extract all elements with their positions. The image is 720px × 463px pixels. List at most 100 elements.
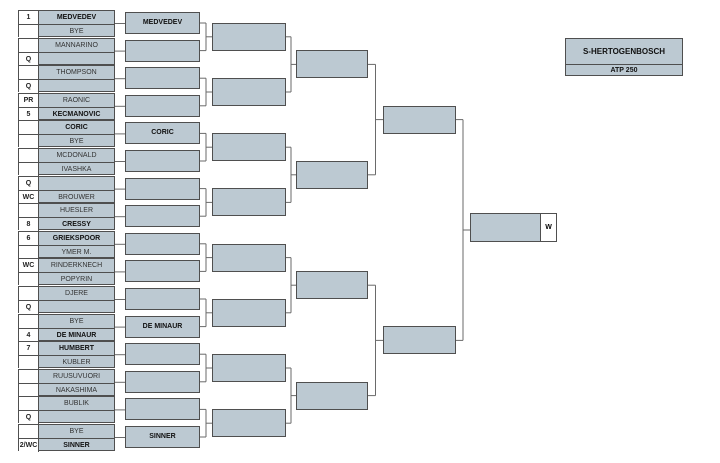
round3-slot[interactable] xyxy=(212,22,286,51)
quarterfinal-slot[interactable] xyxy=(296,160,368,189)
player-row[interactable]: BYE xyxy=(19,314,114,328)
round3-slot[interactable] xyxy=(212,133,286,162)
round2-slot[interactable] xyxy=(125,288,200,310)
round1-match[interactable]: MANNARINO Q xyxy=(18,37,115,66)
round2-slot[interactable] xyxy=(125,370,200,393)
player-row[interactable]: POPYRIN xyxy=(19,272,114,287)
round3-slot[interactable] xyxy=(212,78,286,106)
seed-label: Q xyxy=(19,80,39,94)
round2-slot[interactable] xyxy=(125,205,200,228)
round2-player-name xyxy=(126,234,199,254)
seed-label xyxy=(19,135,39,149)
player-row[interactable]: THOMPSON xyxy=(19,66,114,80)
player-row[interactable]: BUBLIK xyxy=(19,397,114,411)
round1-match[interactable]: CORIC BYE xyxy=(18,120,115,149)
round3-slot[interactable] xyxy=(212,243,286,272)
seed-label xyxy=(19,38,39,52)
player-row[interactable]: HUESLER xyxy=(19,204,114,218)
seed-label xyxy=(19,287,39,300)
player-row[interactable]: RUUSUVUORI xyxy=(19,369,114,383)
seed-label xyxy=(19,245,39,259)
round3-slot[interactable] xyxy=(212,188,286,217)
round2-slot[interactable] xyxy=(125,260,200,283)
round3-slot[interactable] xyxy=(212,298,286,327)
player-name: BYE xyxy=(69,317,84,325)
player-row[interactable]: MANNARINO xyxy=(19,38,114,52)
player-row[interactable]: KUBLER xyxy=(19,355,114,370)
player-row[interactable]: IVASHKA xyxy=(19,162,114,176)
round2-player-name: MEDVEDEV xyxy=(142,19,183,26)
semifinal-slot[interactable] xyxy=(383,326,456,355)
round2-slot[interactable] xyxy=(125,343,200,366)
seed-label: 1 xyxy=(19,11,39,24)
quarterfinal-slot[interactable] xyxy=(296,50,368,79)
round2-slot[interactable] xyxy=(125,177,200,200)
round2-slot[interactable] xyxy=(125,67,200,90)
quarterfinal-slot[interactable] xyxy=(296,381,368,410)
round2-slot[interactable] xyxy=(125,39,200,62)
player-row[interactable]: DJERE xyxy=(19,287,114,300)
player-name: BYE xyxy=(69,428,84,435)
player-row[interactable]: BYE xyxy=(19,134,114,149)
player-row[interactable]: CORIC xyxy=(19,121,114,135)
round2-slot[interactable]: SINNER xyxy=(125,426,200,448)
player-name: MANNARINO xyxy=(55,41,98,49)
player-row[interactable]: NAKASHIMA xyxy=(19,382,114,397)
player-row[interactable]: Q xyxy=(19,300,114,314)
player-row[interactable]: MCDONALD xyxy=(19,149,114,162)
round2-player-name xyxy=(126,261,199,281)
player-row[interactable]: BYE xyxy=(19,24,114,38)
round3-slot[interactable] xyxy=(212,354,286,382)
semifinal-slot[interactable] xyxy=(383,105,456,134)
player-name xyxy=(39,411,114,424)
player-name: RINDERKNECH xyxy=(50,262,103,270)
seed-label xyxy=(19,425,39,438)
player-name: BYE xyxy=(69,138,84,146)
player-row[interactable]: Q xyxy=(19,51,114,66)
round2-slot[interactable]: CORIC xyxy=(125,122,200,145)
round2-slot[interactable] xyxy=(125,398,200,421)
seed-label: 2/WC xyxy=(19,439,39,452)
round2-slot[interactable] xyxy=(125,232,200,255)
seed-label xyxy=(19,66,39,80)
round2-slot[interactable] xyxy=(125,94,200,117)
quarterfinal-slot[interactable] xyxy=(296,271,368,300)
player-row[interactable]: Q xyxy=(19,79,114,94)
player-name: DE MINAUR xyxy=(56,331,97,339)
round3-slot[interactable] xyxy=(212,409,286,438)
round2-player-name xyxy=(126,151,199,171)
round2-slot[interactable] xyxy=(125,150,200,172)
final-slot[interactable]: W xyxy=(470,213,557,242)
round2-slot[interactable]: DE MINAUR xyxy=(125,315,200,338)
player-row[interactable]: Q xyxy=(19,176,114,190)
player-row[interactable]: Q xyxy=(19,410,114,425)
round2-player-name: DE MINAUR xyxy=(142,322,183,330)
player-row[interactable]: BYE xyxy=(19,425,114,438)
round2-slot[interactable]: MEDVEDEV xyxy=(125,12,200,34)
player-row[interactable]: YMER M. xyxy=(19,244,114,259)
